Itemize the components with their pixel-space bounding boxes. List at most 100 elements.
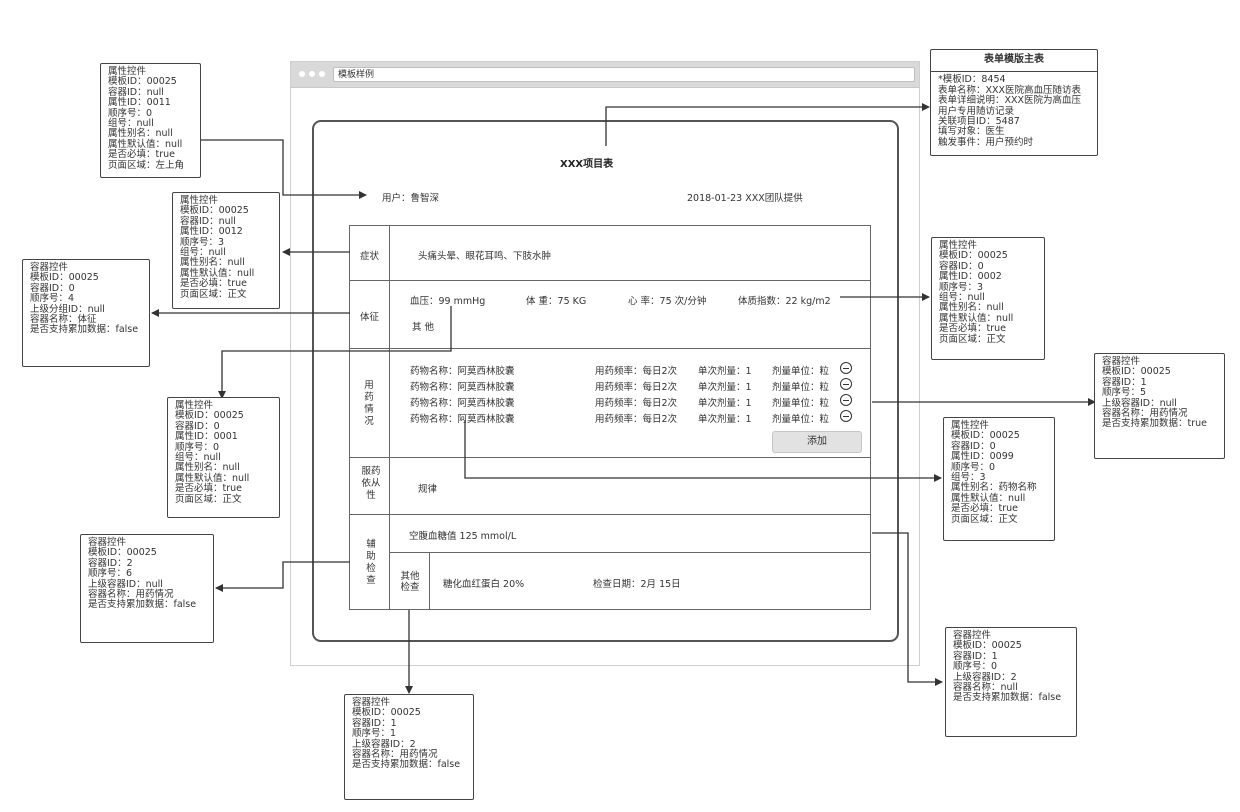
blood-pressure-field[interactable]: 血压：99 mmHg [410, 296, 486, 307]
drug-unit-field[interactable]: 剂量单位：粒 [772, 398, 830, 409]
arrow-glucose [872, 532, 943, 686]
drug-frequency-field[interactable]: 用药频率：每日2次 [595, 382, 678, 393]
row-divider [349, 457, 871, 458]
annotation-line: 是否必填：true [939, 323, 1006, 335]
sub-row-divider [389, 552, 871, 553]
arrow-master-table [605, 103, 930, 146]
drug-unit-field[interactable]: 剂量单位：粒 [772, 414, 830, 425]
annotation-line: *模板ID：8454 [938, 74, 1006, 86]
row-label-vital: 体征 [360, 312, 380, 323]
annotation-line: 组号：null [180, 247, 226, 259]
window-dot-icon [309, 71, 315, 77]
drug-name-field[interactable]: 药物名称：阿莫西林胶囊 [410, 366, 515, 377]
annotation-line: 容器ID：1 [1102, 376, 1147, 388]
annotation-line: 容器控件 [1102, 356, 1141, 367]
remove-row-icon[interactable] [840, 410, 852, 422]
annotation-line: 顺序号：3 [939, 281, 984, 293]
form-table [349, 225, 871, 610]
drug-frequency-field[interactable]: 用药频率：每日2次 [595, 414, 678, 425]
drug-dose-field[interactable]: 单次剂量：1 [698, 414, 752, 425]
arrow-aux-container [215, 561, 350, 592]
annotation-line: 是否必填：true [951, 503, 1018, 515]
annotation-line: 触发事件：用户预约时 [938, 136, 1034, 148]
drug-name-field[interactable]: 药物名称：阿莫西林胶囊 [410, 414, 515, 425]
browser-address-bar[interactable]: 模板样例 [333, 67, 915, 82]
annotation-line: 属性控件 [180, 195, 219, 206]
drug-unit-field[interactable]: 剂量单位：粒 [772, 382, 830, 393]
annotation-line: 页面区域：正文 [175, 493, 242, 505]
drug-dose-field[interactable]: 单次剂量：1 [698, 382, 752, 393]
annotation-line: 属性ID：0001 [175, 431, 238, 443]
vital-other-field[interactable]: 其 他 [412, 322, 435, 333]
annotation-line: 关联项目ID：5487 [938, 116, 1020, 128]
drug-frequency-field[interactable]: 用药频率：每日2次 [595, 366, 678, 377]
annotation-line: 顺序号：0 [175, 441, 220, 453]
form-card [312, 120, 899, 642]
add-medication-button[interactable]: 添加 [772, 431, 862, 453]
drug-unit-field[interactable]: 剂量单位：粒 [772, 366, 830, 377]
browser-title-bar: 模板样例 [291, 62, 919, 88]
check-date-field[interactable]: 检查日期：2月 15日 [593, 579, 681, 590]
annotation-line: 属性别名：null [939, 302, 1004, 314]
window-dot-icon [299, 71, 305, 77]
annotation-line: 属性控件 [939, 240, 978, 251]
annotation-line: 容器名称：用药情况 [1102, 408, 1188, 420]
annotation-line: 页面区域：正文 [180, 288, 247, 300]
annotation-line: 顺序号：4 [30, 293, 75, 305]
annotation-line: 属性ID：0011 [108, 97, 171, 109]
annotation-line: 模板ID：00025 [1102, 366, 1171, 378]
drug-name-field[interactable]: 药物名称：阿莫西林胶囊 [410, 382, 515, 393]
annotation-line: 上级容器ID：null [1102, 397, 1177, 409]
row-label-symptom: 症状 [360, 251, 380, 262]
annotation-line: 属性默认值：null [175, 472, 250, 484]
annotation-line: 顺序号：3 [180, 236, 225, 248]
annotation-line: 模板ID：00025 [88, 547, 157, 559]
annotation-line: 容器控件 [30, 262, 69, 273]
annotation-line: 容器ID：null [108, 86, 164, 98]
row-label-aux-check: 辅 助 检 查 [366, 539, 376, 586]
symptom-value[interactable]: 头痛头晕、眼花耳鸣、下肢水肿 [418, 251, 552, 262]
annotation-line: 是否支持累加数据：false [88, 599, 197, 611]
form-title: XXX项目表 [560, 159, 614, 170]
hba1c-field[interactable]: 糖化血红蛋白 20% [443, 579, 525, 590]
annotation-line: 是否支持累加数据：true [1102, 418, 1207, 430]
weight-field[interactable]: 体 重：75 KG [526, 296, 587, 307]
annotation-line: 上级容器ID：null [88, 578, 163, 590]
remove-row-icon[interactable] [840, 362, 852, 374]
annotation-line: 顺序号：0 [951, 461, 996, 473]
arrow-user-line [201, 139, 367, 199]
remove-row-icon[interactable] [840, 378, 852, 390]
row-divider [349, 348, 871, 349]
annotation-line: 模板ID：00025 [108, 76, 177, 88]
drug-name-field[interactable]: 药物名称：阿莫西林胶囊 [410, 398, 515, 409]
annotation-line: 是否支持累加数据：false [352, 759, 461, 771]
drug-dose-field[interactable]: 单次剂量：1 [698, 398, 752, 409]
annotation-line: 顺序号：0 [108, 107, 153, 119]
remove-row-icon[interactable] [840, 394, 852, 406]
heart-rate-field[interactable]: 心 率：75 次/分钟 [628, 296, 707, 307]
annotation-line: 容器名称：null [953, 682, 1018, 694]
annotation-line: 表单详细说明：XXX医院为高血压 [938, 95, 1082, 107]
row-label-medication: 用 药 情 况 [364, 380, 374, 427]
annotation-line: 模板ID：00025 [951, 430, 1020, 442]
annotation-line: 模板ID：00025 [175, 410, 244, 422]
annotation-line: 容器ID：0 [175, 420, 220, 432]
arrow-drug-name [464, 420, 942, 482]
fasting-glucose-field[interactable]: 空腹血糖值 125 mmol/L [409, 531, 517, 542]
annotation-line: 上级容器ID：2 [953, 671, 1017, 683]
drug-frequency-field[interactable]: 用药频率：每日2次 [595, 398, 678, 409]
drug-dose-field[interactable]: 单次剂量：1 [698, 366, 752, 377]
annotation-line: 属性控件 [175, 400, 214, 411]
adherence-value[interactable]: 规律 [418, 484, 438, 495]
annotation-line: 表单名称：XXX医院高血压随访表 [938, 84, 1082, 96]
annotation-line: 组号：3 [951, 472, 986, 484]
bmi-field[interactable]: 体质指数：22 kg/m2 [738, 296, 831, 307]
